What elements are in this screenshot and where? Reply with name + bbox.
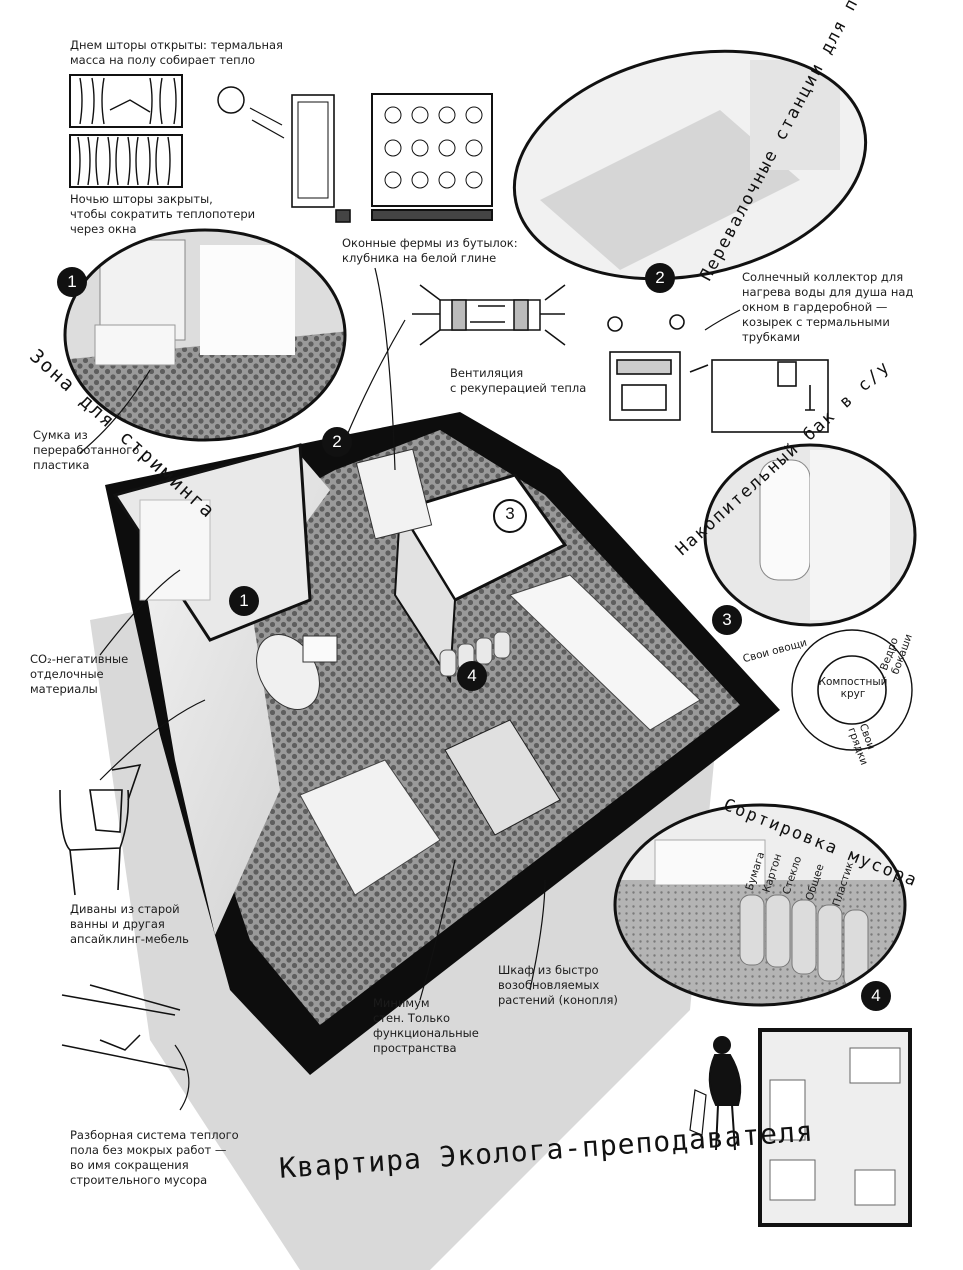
ventilation-sketch	[412, 284, 566, 346]
badge-zone-2-plan: 2	[322, 427, 352, 457]
vignette-bee-stations	[500, 45, 880, 285]
badge-zone-4-plan: 4	[457, 661, 487, 691]
sun-icon	[217, 86, 245, 114]
note-curtains-night: Ночью шторы закрыты, чтобы сократить теп…	[70, 192, 256, 236]
person-figure	[689, 1036, 742, 1151]
note-sofas: Диваны из старой ванны и другая апсайкли…	[70, 902, 189, 946]
note-wardrobe: Шкаф из быстро возобновляемых растений (…	[498, 963, 618, 1007]
compost-center-label: Компостный круг	[818, 676, 888, 700]
curtain-1	[139, 499, 211, 601]
leader-lines	[79, 267, 741, 1111]
bottle-farm-window	[355, 448, 433, 540]
hemp-wardrobe	[444, 719, 561, 836]
compost-circle-ring	[791, 629, 913, 751]
badge-zone-2-vignette: 2	[645, 263, 675, 293]
note-walls: Минимум стен. Только функциональные прос…	[373, 996, 479, 1055]
vignette-water-tank	[705, 445, 915, 625]
note-solar-collector: Солнечный коллектор для нагрева воды для…	[742, 270, 914, 344]
floor-system-sketch	[61, 984, 186, 1071]
badge-zone-1-vignette: 1	[57, 267, 87, 297]
curtain-sketch-day	[69, 74, 183, 128]
note-ventilation: Вентиляция с рекуперацией тепла	[450, 366, 587, 395]
curtain-sketch-night	[69, 134, 183, 188]
badge-zone-3-plan: 3	[493, 499, 527, 533]
vignette-waste-sorting	[615, 805, 905, 1005]
mini-floor-plan	[758, 1028, 912, 1227]
badge-zone-3-vignette: 3	[712, 605, 742, 635]
vignette-streaming	[65, 230, 345, 440]
bottle-farm-front-sketch	[371, 93, 493, 221]
note-bag: Сумка из переработанного пластика	[33, 428, 140, 472]
bottle-farm-side-sketch	[291, 94, 351, 223]
bed	[299, 759, 441, 896]
note-co2: CO₂-негативные отделочные материалы	[30, 652, 129, 696]
solar-collector-sketch	[607, 314, 829, 433]
kitchen-counter	[509, 574, 701, 731]
badge-zone-1-plan: 1	[229, 586, 259, 616]
bathroom-front-wall	[393, 506, 457, 684]
note-floor: Разборная система теплого пола без мокры…	[70, 1128, 239, 1187]
note-bottle-farms: Оконные фермы из бутылок: клубника на бе…	[342, 236, 518, 265]
note-curtains-day: Днем шторы открыты: термальная масса на …	[70, 38, 283, 67]
compost-circle-core	[817, 655, 887, 725]
badge-zone-4-vignette: 4	[861, 981, 891, 1011]
upcycled-sofa-sketch	[59, 763, 142, 896]
coffee-table	[302, 635, 338, 663]
